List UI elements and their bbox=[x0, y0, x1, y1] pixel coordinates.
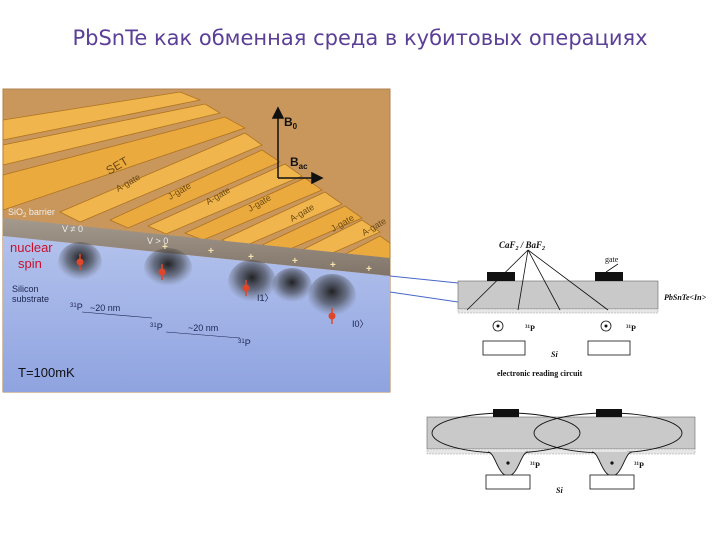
phosphorus-label: 31P bbox=[530, 461, 540, 470]
gate-pointer bbox=[606, 264, 618, 272]
distance-label: ~20 nm bbox=[90, 303, 120, 313]
circuit-caption: electronic reading circuit bbox=[497, 369, 583, 378]
phosphorus-label: 31P bbox=[634, 461, 644, 470]
readout-box bbox=[483, 341, 525, 355]
kane-qubit-figure: SET A-gate J-gate A-gate J-gate A-gate J… bbox=[3, 89, 390, 392]
pbsnte-layer bbox=[427, 417, 695, 449]
pbsnte-layer bbox=[458, 281, 658, 309]
ket-one-label: I1〉 bbox=[257, 293, 274, 303]
silicon-label: Silicon bbox=[12, 284, 39, 294]
interface-layer bbox=[458, 309, 658, 313]
spin-label: spin bbox=[18, 256, 42, 271]
pbsnte-label: PbSnTe<In> bbox=[664, 293, 707, 302]
svg-text:+: + bbox=[162, 242, 168, 253]
donor-site bbox=[610, 461, 613, 464]
substrate-label: substrate bbox=[12, 294, 49, 304]
ket-zero-label: I0〉 bbox=[352, 319, 369, 329]
svg-text:+: + bbox=[330, 260, 336, 271]
v-zero-label: V ≠ 0 bbox=[62, 224, 83, 234]
si-label: Si bbox=[551, 350, 558, 359]
nuclear-label: nuclear bbox=[10, 240, 53, 255]
svg-text:+: + bbox=[366, 264, 372, 275]
pbsnte-readout-diagram: CaF2 / BaF2 gate PbSnTe<In> 31P 31P Si e… bbox=[458, 240, 707, 378]
gate-label: gate bbox=[605, 255, 619, 264]
gate-electrode bbox=[595, 272, 623, 281]
coupled-qubit-diagram: 31P 31P Si bbox=[427, 409, 695, 495]
readout-box bbox=[590, 475, 634, 489]
caf2-label: CaF2 / BaF2 bbox=[499, 240, 545, 252]
connector-lines bbox=[390, 276, 458, 302]
electron-cloud bbox=[144, 248, 192, 288]
svg-text:+: + bbox=[292, 256, 298, 267]
readout-box bbox=[588, 341, 630, 355]
readout-box bbox=[486, 475, 530, 489]
electron-cloud bbox=[272, 268, 312, 304]
distance-label: ~20 nm bbox=[188, 323, 218, 333]
temperature-label: T=100mK bbox=[18, 365, 75, 380]
si-label: Si bbox=[556, 486, 563, 495]
phosphorus-label: 31P bbox=[525, 324, 535, 333]
phosphorus-label: 31P bbox=[626, 324, 636, 333]
svg-text:+: + bbox=[208, 246, 214, 257]
svg-text:+: + bbox=[248, 252, 254, 263]
donor-site bbox=[506, 461, 509, 464]
